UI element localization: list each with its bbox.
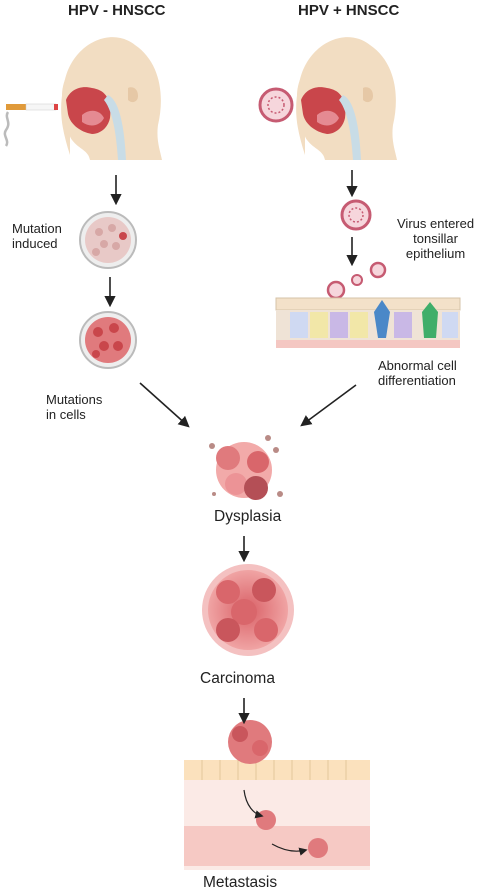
hpv-virus-small-3-icon: [326, 280, 346, 300]
hpv-virus-small-2-icon: [351, 274, 363, 286]
label-mutation-induced: Mutation induced: [12, 221, 62, 251]
dysplasia-cell-cluster-icon: [209, 435, 283, 500]
metastasis-panel-icon: [184, 720, 370, 870]
arrow-left-to-dysplasia: [139, 382, 190, 428]
label-carcinoma: Carcinoma: [200, 670, 275, 687]
petri-dish-mutations-icon: [79, 311, 137, 369]
hpv-virus-large-icon: [258, 87, 294, 123]
title-hpv-negative: HPV - HNSCC: [68, 2, 166, 19]
label-dysplasia: Dysplasia: [214, 508, 282, 525]
label-virus-entered: Virus entered tonsillar epithelium: [397, 216, 475, 261]
title-hpv-positive: HPV + HNSCC: [298, 2, 400, 19]
cigarette-icon: [3, 103, 58, 147]
hpv-virus-small-1-icon: [369, 261, 387, 279]
petri-dish-mutation-induced-icon: [79, 211, 137, 269]
label-abnormal-differentiation: Abnormal cell differentiation: [378, 358, 457, 388]
carcinoma-tumor-icon: [202, 564, 294, 656]
head-profile-left-icon: [61, 37, 162, 161]
tonsillar-epithelium-icon: [275, 297, 461, 348]
label-mutations-in-cells: Mutations in cells: [46, 392, 103, 422]
head-profile-right-icon: [296, 37, 397, 161]
hpv-virus-medium-icon: [340, 199, 372, 231]
label-metastasis: Metastasis: [203, 874, 278, 891]
arrow-right-to-dysplasia: [300, 384, 357, 427]
